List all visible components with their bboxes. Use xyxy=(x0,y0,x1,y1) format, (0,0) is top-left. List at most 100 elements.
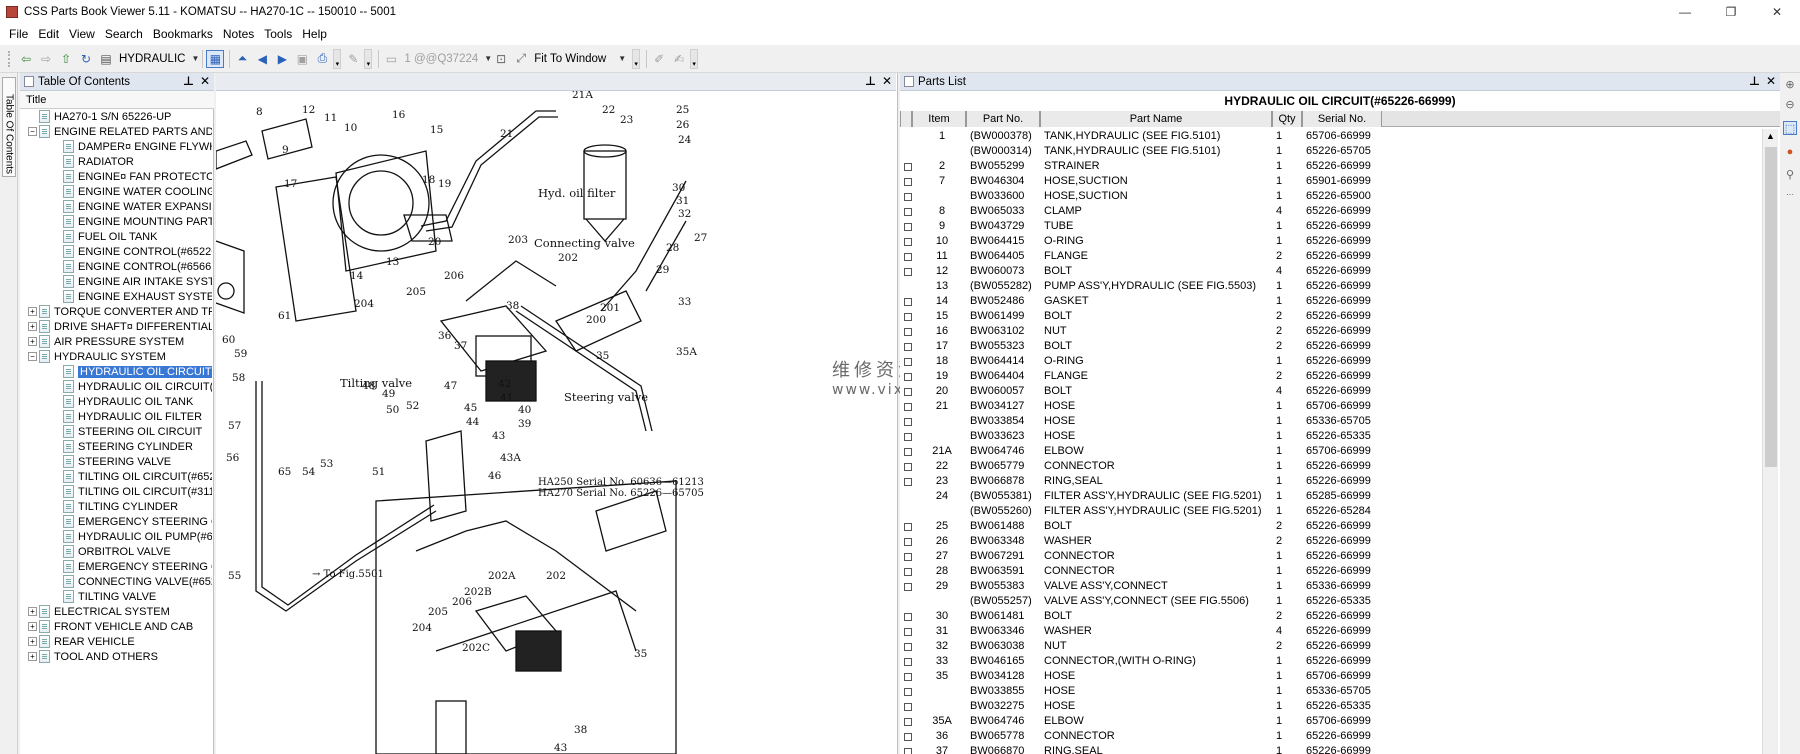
toc-toggle-icon[interactable]: ▦ xyxy=(206,49,225,68)
callout-label[interactable]: 60 xyxy=(222,334,235,346)
callout-label[interactable]: 39 xyxy=(518,418,531,430)
callout-label[interactable]: 204 xyxy=(412,622,432,634)
table-row[interactable]: 1(BW000378)TANK,HYDRAULIC (SEE FIG.5101)… xyxy=(900,129,1762,144)
row-checkbox[interactable] xyxy=(904,163,912,171)
callout-label[interactable]: 25 xyxy=(676,104,689,116)
callout-label[interactable]: 204 xyxy=(354,298,374,310)
toc-item[interactable]: TILTING OIL CIRCUIT(#3110 xyxy=(20,484,212,499)
row-checkbox[interactable] xyxy=(904,628,912,636)
callout-label[interactable]: 49 xyxy=(382,388,395,400)
callout-label[interactable]: 57 xyxy=(228,420,241,432)
callout-label[interactable]: 47 xyxy=(444,380,457,392)
column-part-name[interactable]: Part Name xyxy=(1040,111,1272,127)
toc-item[interactable]: RADIATOR xyxy=(20,154,212,169)
zoom-icon[interactable]: ⊡ xyxy=(496,51,507,66)
toc-item[interactable]: HA270-1 S/N 65226-UP xyxy=(20,109,212,124)
restore-button[interactable]: ❐ xyxy=(1725,4,1737,19)
zoom-out-icon[interactable]: ⊖ xyxy=(1785,98,1795,111)
to-figure-label[interactable]: → To Fig.5501 xyxy=(312,569,384,580)
callout-label[interactable]: 13 xyxy=(386,256,399,268)
callout-label[interactable]: 36 xyxy=(438,330,452,342)
row-checkbox[interactable] xyxy=(904,748,912,754)
column-item[interactable]: Item xyxy=(912,111,966,127)
row-checkbox[interactable] xyxy=(904,418,912,426)
zoom-in-icon[interactable]: ⊕ xyxy=(1785,78,1795,91)
callout-label[interactable]: 40 xyxy=(518,404,531,416)
callout-label[interactable]: 29 xyxy=(656,264,669,276)
callout-label[interactable]: 203 xyxy=(508,234,528,246)
callout-label[interactable]: 23 xyxy=(620,114,633,126)
row-checkbox[interactable] xyxy=(904,688,912,696)
print-icon[interactable]: ⎙ xyxy=(317,51,328,65)
pin-icon[interactable]: ⊥ xyxy=(864,74,876,88)
toc-item[interactable]: STEERING OIL CIRCUIT xyxy=(20,424,212,439)
toc-item[interactable]: ENGINE CONTROL(#65661- xyxy=(20,259,212,274)
callout-label[interactable]: 53 xyxy=(320,458,333,470)
callout-label[interactable]: 37 xyxy=(454,340,467,352)
refresh-icon[interactable]: ↻ xyxy=(80,51,92,66)
expand-icon[interactable]: + xyxy=(28,622,37,631)
toc-item[interactable]: ENGINE CONTROL(#65226-6 xyxy=(20,244,212,259)
callout-label[interactable]: 33 xyxy=(678,296,691,308)
forward-icon[interactable]: ⇨ xyxy=(40,51,52,66)
callout-label[interactable]: 50 xyxy=(386,404,399,416)
callout-label[interactable]: 24 xyxy=(678,134,692,146)
toolbar-overflow[interactable]: ▾ xyxy=(632,48,641,69)
toc-item[interactable]: ENGINE WATER EXPANSION T xyxy=(20,199,212,214)
row-checkbox[interactable] xyxy=(904,568,912,576)
row-checkbox[interactable] xyxy=(904,538,912,546)
pin-icon[interactable]: ⊥ xyxy=(182,74,194,88)
row-checkbox[interactable] xyxy=(904,523,912,531)
search-icon[interactable]: ⚲ xyxy=(1785,168,1795,181)
row-checkbox[interactable] xyxy=(904,478,912,486)
callout-label[interactable]: 41 xyxy=(500,392,513,404)
toc-item[interactable]: +AIR PRESSURE SYSTEM xyxy=(20,334,212,349)
scroll-thumb[interactable] xyxy=(1765,147,1777,467)
collapse-icon[interactable]: − xyxy=(28,127,37,136)
menu-view[interactable]: View xyxy=(69,27,95,41)
section-combo[interactable]: HYDRAULIC ▼ xyxy=(117,49,199,69)
minimize-button[interactable]: — xyxy=(1679,4,1691,19)
page-combo[interactable]: 1 @@Q37224 ▼ xyxy=(402,49,492,69)
zoom-combo[interactable]: Fit To Window ▼ xyxy=(532,49,632,69)
row-checkbox[interactable] xyxy=(904,313,912,321)
callout-label[interactable]: 12 xyxy=(302,104,315,116)
callout-label[interactable]: 56 xyxy=(226,452,240,464)
toc-item[interactable]: TILTING VALVE xyxy=(20,589,212,604)
row-checkbox[interactable] xyxy=(904,388,912,396)
row-checkbox[interactable] xyxy=(904,373,912,381)
expand-icon[interactable]: + xyxy=(28,322,37,331)
toc-item[interactable]: ENGINE AIR INTAKE SYSTEM xyxy=(20,274,212,289)
callout-label[interactable]: 43 xyxy=(554,742,567,754)
toc-item[interactable]: ORBITROL VALVE xyxy=(20,544,212,559)
callout-label[interactable]: 59 xyxy=(234,348,247,360)
callout-label[interactable]: 22 xyxy=(602,104,615,116)
row-checkbox[interactable] xyxy=(904,238,912,246)
row-checkbox[interactable] xyxy=(904,433,912,441)
row-checkbox[interactable] xyxy=(904,583,912,591)
column-part-no[interactable]: Part No. xyxy=(966,111,1040,127)
menu-help[interactable]: Help xyxy=(302,27,327,41)
menu-bookmarks[interactable]: Bookmarks xyxy=(152,27,213,41)
fit-icon[interactable]: ⤢ xyxy=(516,51,526,65)
row-checkbox[interactable] xyxy=(904,223,912,231)
row-checkbox[interactable] xyxy=(904,328,912,336)
pin-icon[interactable]: ⊥ xyxy=(1748,74,1760,88)
